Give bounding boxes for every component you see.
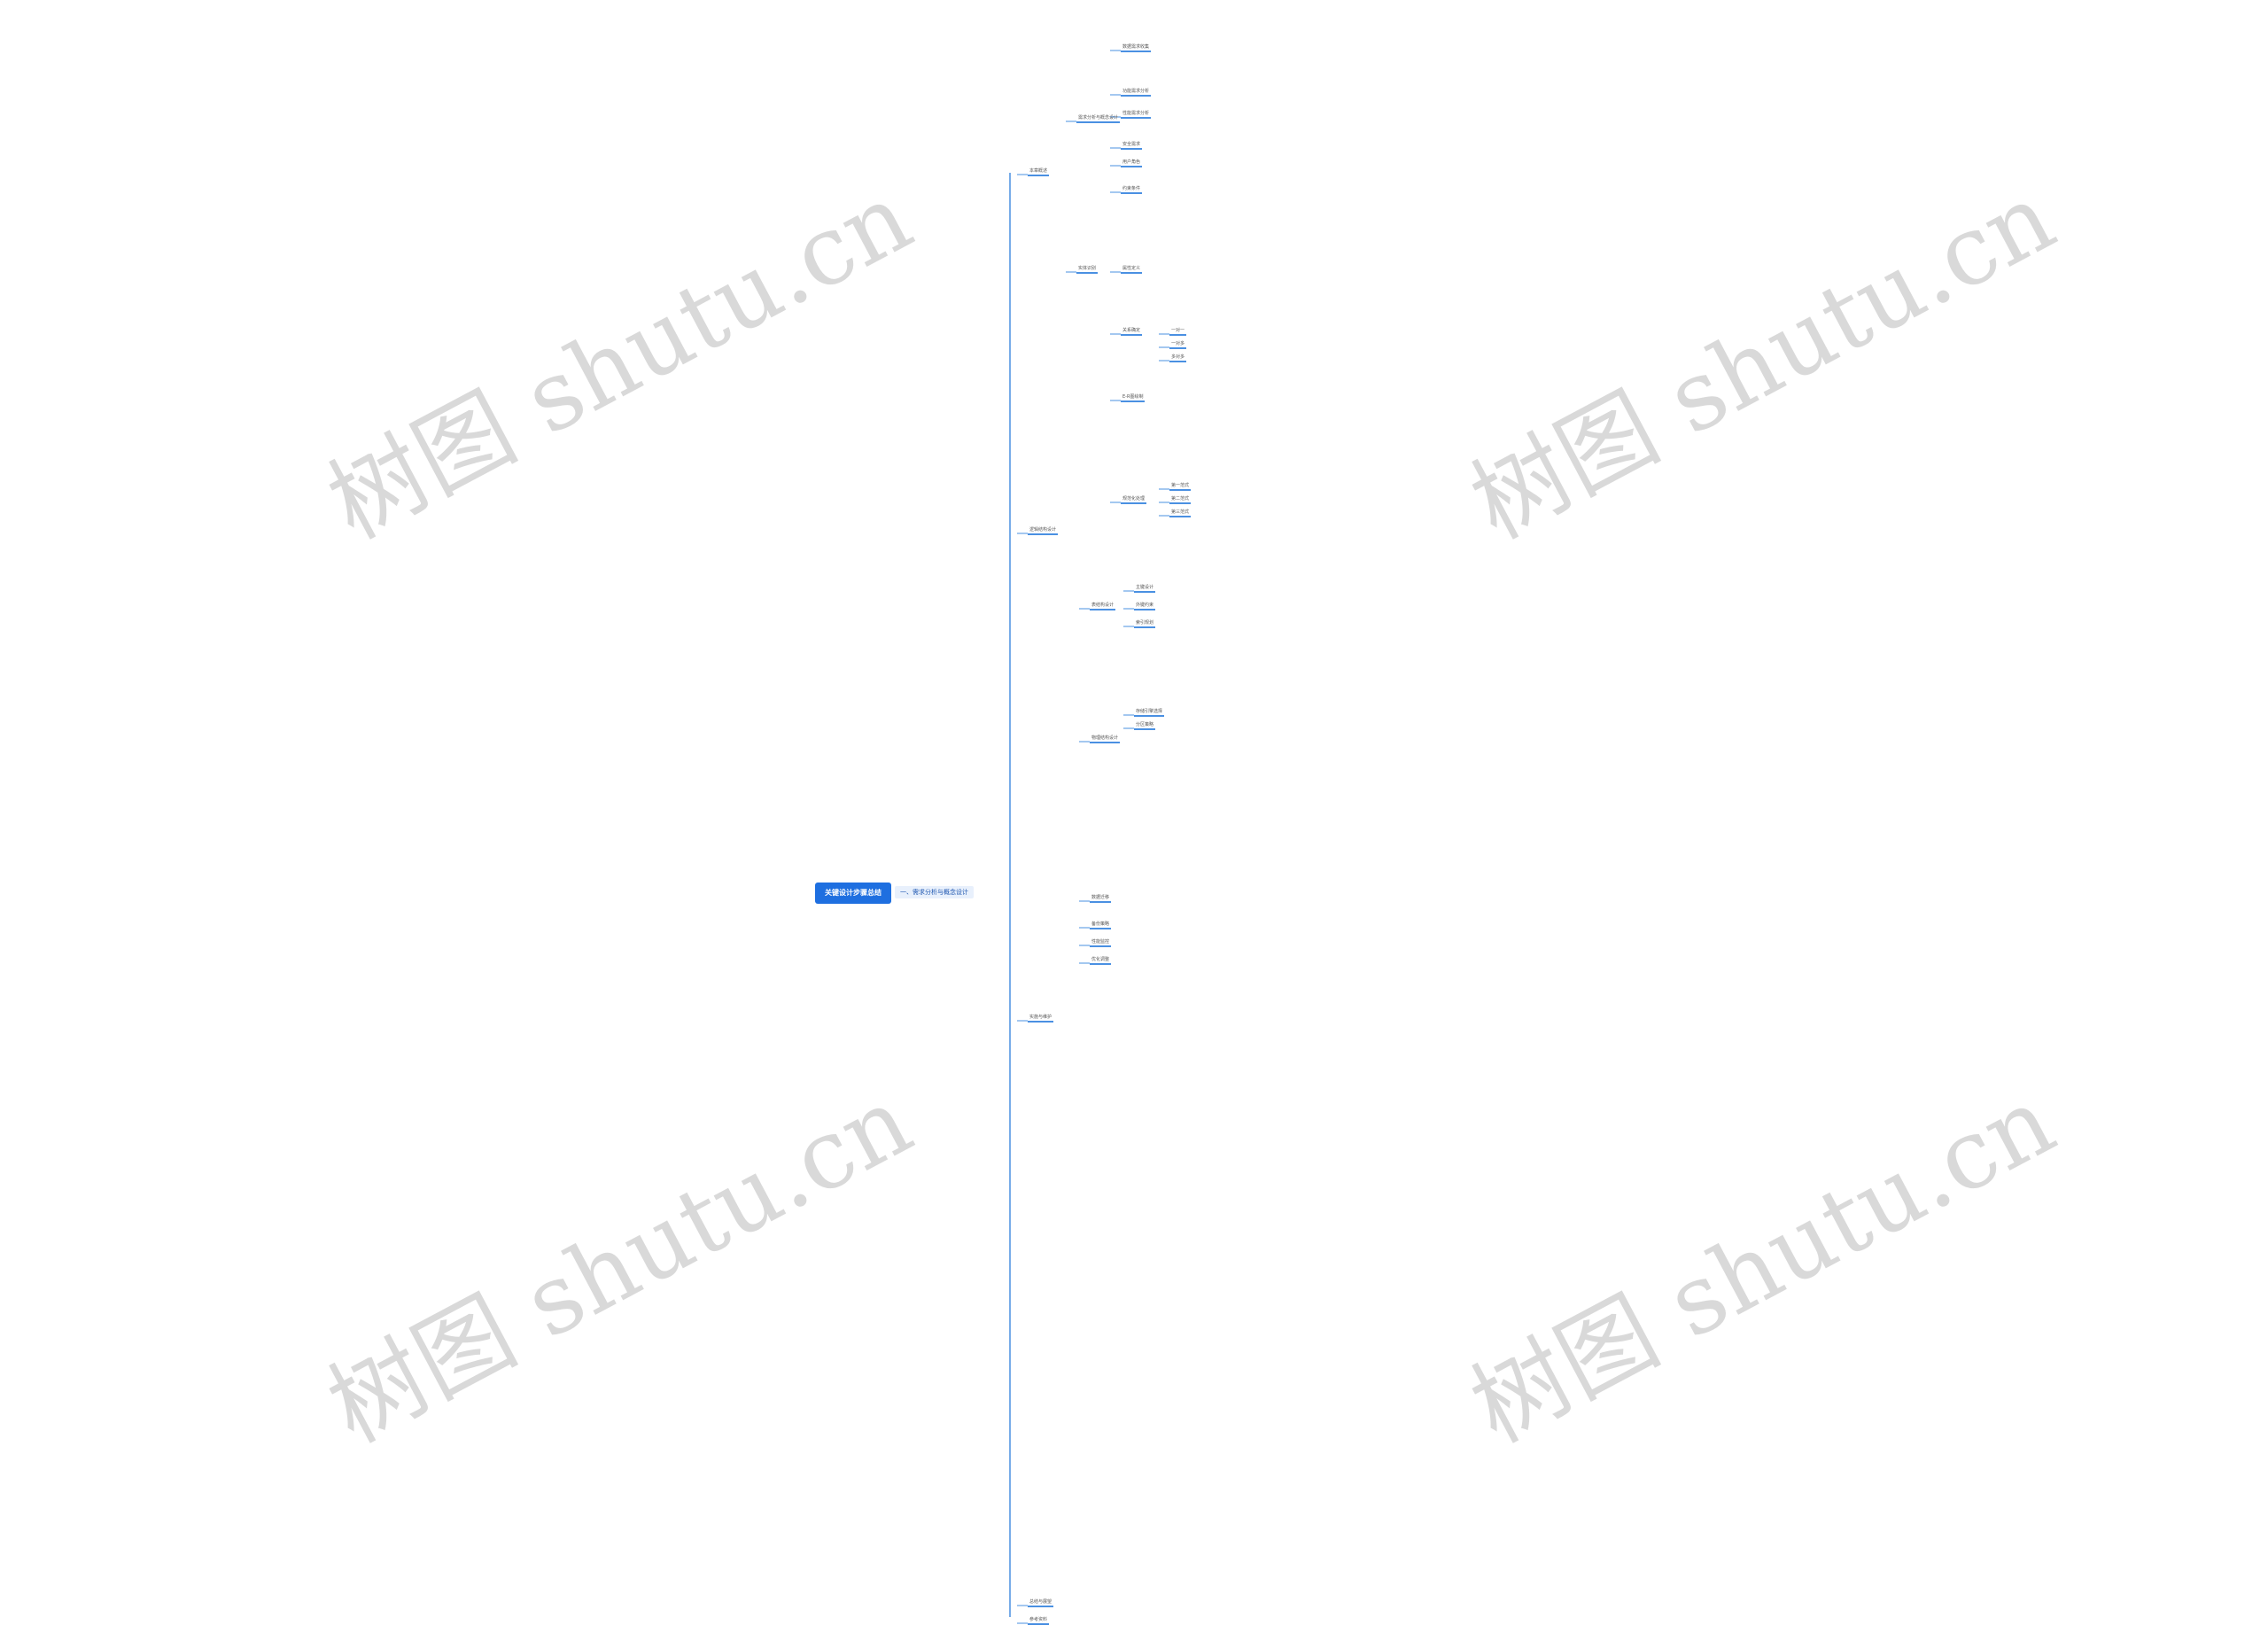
mindmap-node-23[interactable]: 索引规划 [1134, 620, 1156, 628]
mindmap-node-33[interactable]: 参考资料 [1028, 1617, 1050, 1625]
mindmap-node-12[interactable]: 一对多 [1169, 341, 1187, 349]
mindmap-node-15[interactable]: 规范化处理 [1121, 496, 1147, 504]
level1-node[interactable]: 一、需求分析与概念设计 [895, 886, 974, 898]
mindmap-node-26[interactable]: 分区策略 [1134, 722, 1156, 730]
mindmap-node-20[interactable]: 表结构设计 [1090, 603, 1116, 610]
mindmap-node-27[interactable]: 实施与维护 [1028, 1015, 1054, 1023]
mindmap-node-6[interactable]: 用户角色 [1121, 159, 1143, 167]
mindmap-node-3[interactable]: 功能需求分析 [1121, 89, 1152, 97]
mindmap-node-0[interactable]: 本章概述 [1028, 168, 1050, 176]
mindmap-node-2[interactable]: 数据需求收集 [1121, 44, 1152, 52]
mindmap-node-30[interactable]: 性能监控 [1090, 939, 1112, 947]
mindmap-node-25[interactable]: 存储引擎选择 [1134, 709, 1165, 717]
root-node[interactable]: 关键设计步骤总结 [815, 883, 891, 904]
mindmap-node-10[interactable]: 关系确定 [1121, 328, 1143, 336]
mindmap-node-24[interactable]: 物理结构设计 [1090, 735, 1121, 743]
mindmap-node-29[interactable]: 备份策略 [1090, 921, 1112, 929]
mindmap-node-32[interactable]: 总结与展望 [1028, 1599, 1054, 1607]
mindmap-node-28[interactable]: 数据迁移 [1090, 895, 1112, 903]
mindmap-node-9[interactable]: 属性定义 [1121, 266, 1143, 274]
mindmap-node-21[interactable]: 主键设计 [1134, 585, 1156, 593]
mindmap-node-31[interactable]: 优化调整 [1090, 957, 1112, 965]
mindmap-node-22[interactable]: 外键约束 [1134, 603, 1156, 610]
mindmap-node-16[interactable]: 第一范式 [1169, 483, 1192, 491]
mindmap-node-14[interactable]: E-R图绘制 [1121, 394, 1146, 402]
mindmap-node-5[interactable]: 安全需求 [1121, 142, 1143, 150]
mindmap-node-11[interactable]: 一对一 [1169, 328, 1187, 336]
mindmap-node-19[interactable]: 逻辑结构设计 [1028, 527, 1059, 535]
mindmap-node-17[interactable]: 第二范式 [1169, 496, 1192, 504]
mindmap-node-7[interactable]: 约束条件 [1121, 186, 1143, 194]
mindmap-node-1[interactable]: 需求分析与概念设计 [1076, 115, 1121, 123]
mindmap-node-13[interactable]: 多对多 [1169, 354, 1187, 362]
mindmap-node-8[interactable]: 实体识别 [1076, 266, 1099, 274]
mindmap-node-18[interactable]: 第三范式 [1169, 509, 1192, 517]
mindmap-node-4[interactable]: 性能需求分析 [1121, 111, 1152, 119]
